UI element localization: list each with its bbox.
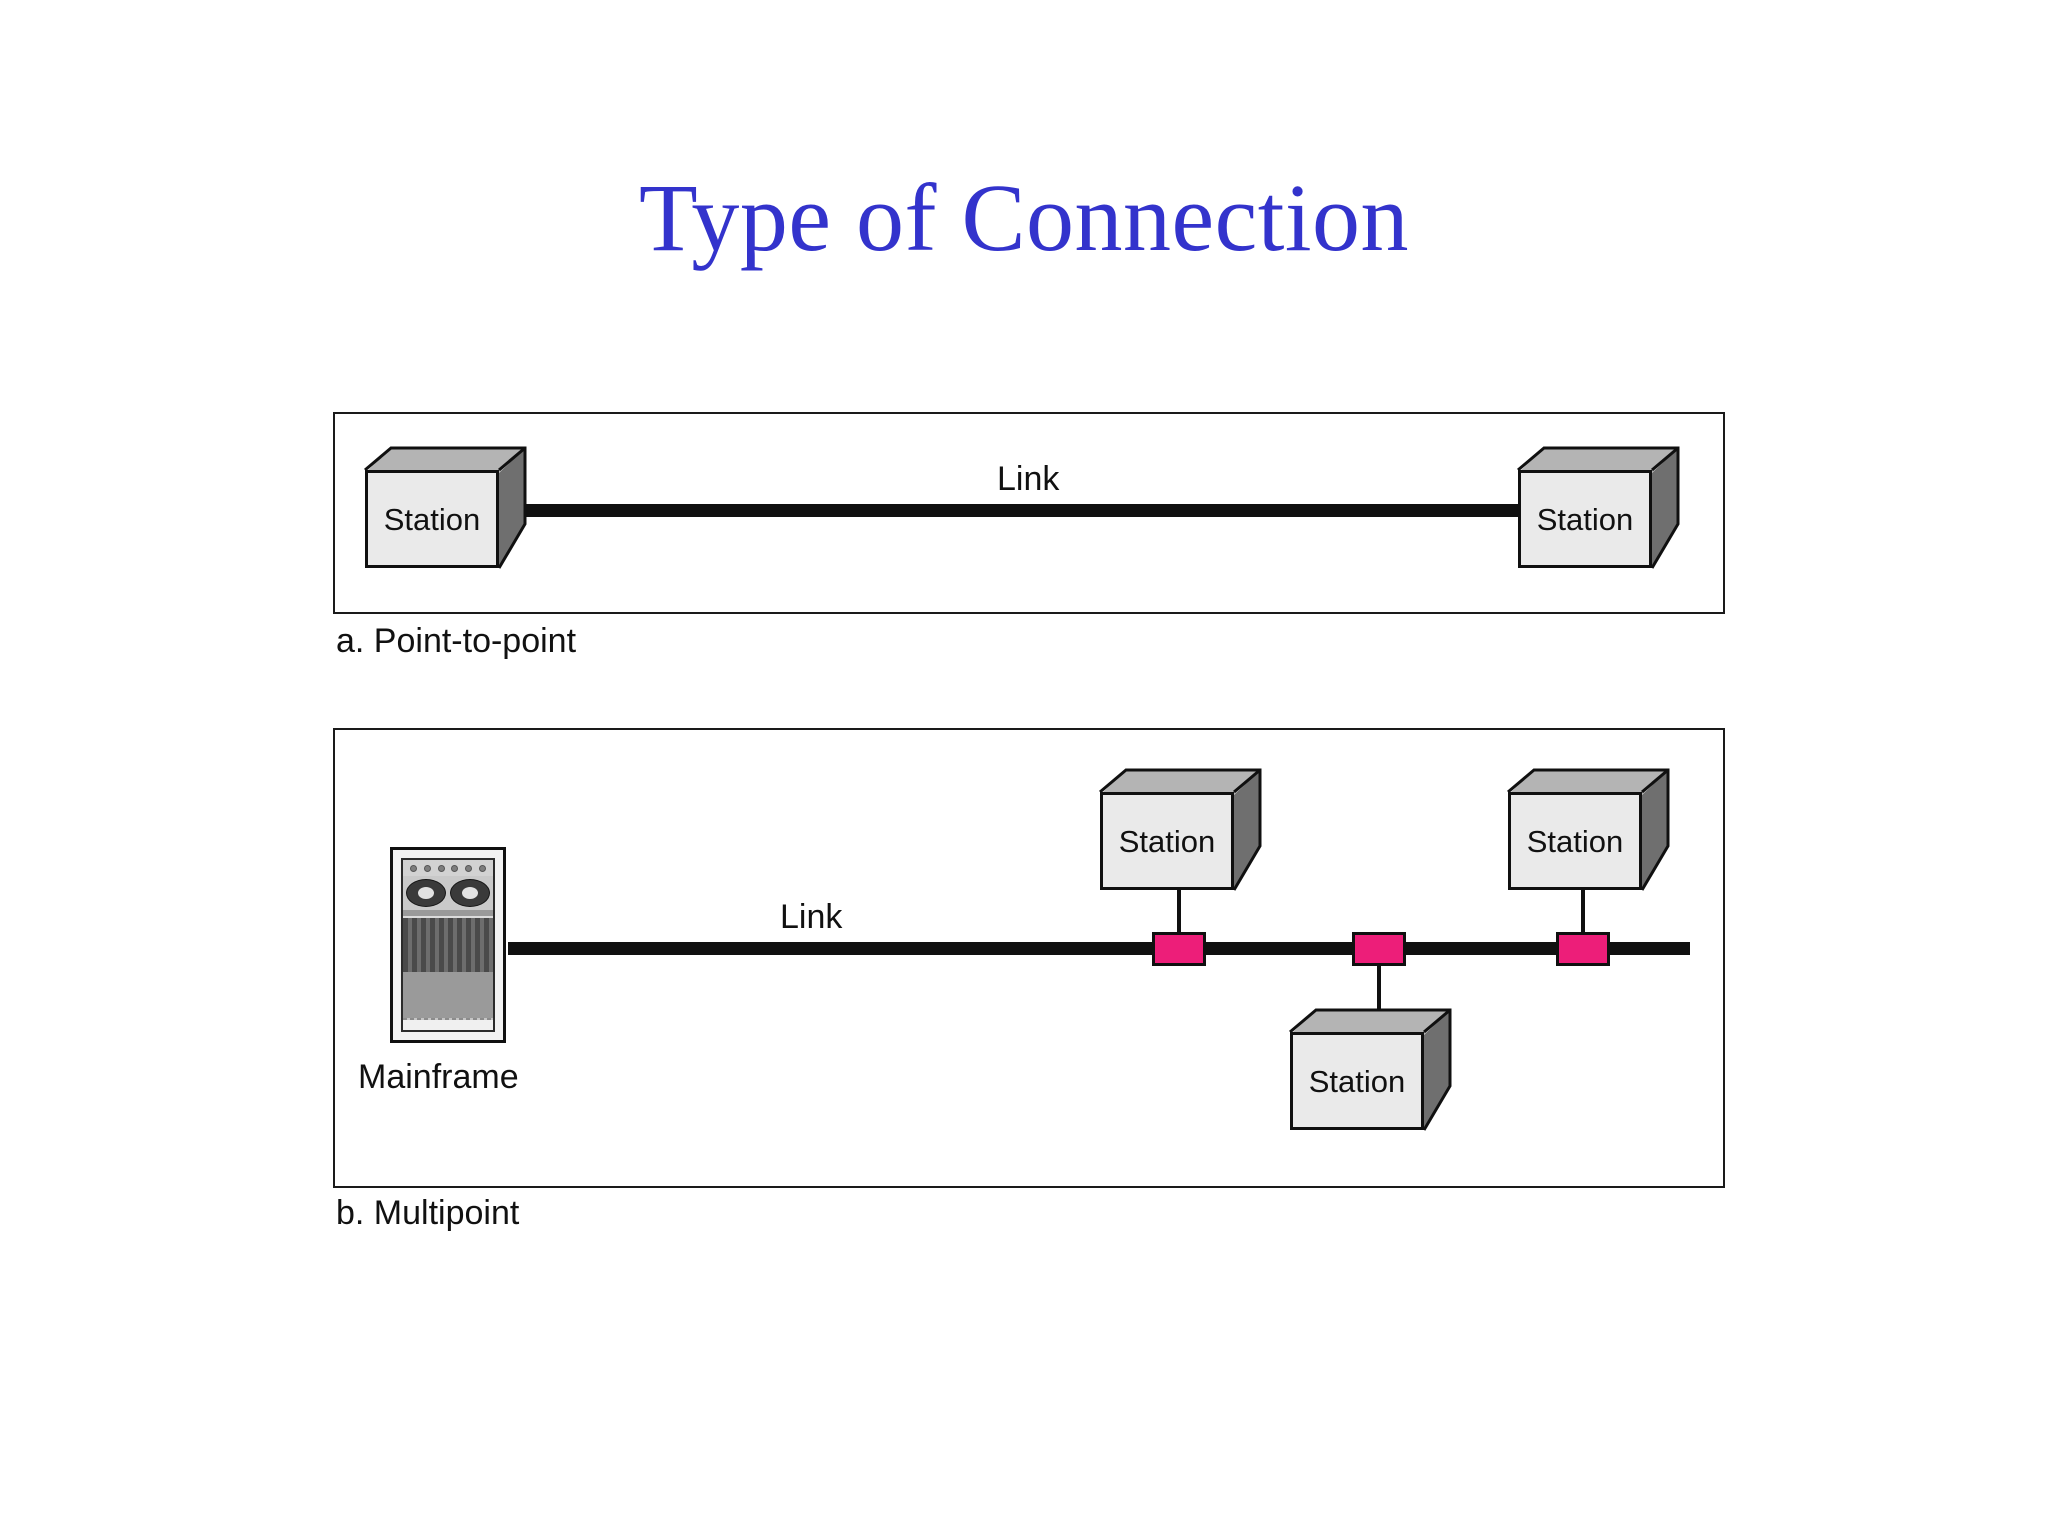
station-edge-outline xyxy=(1507,768,1670,891)
station-label: Station xyxy=(1526,823,1624,859)
station-label: Station xyxy=(1308,1063,1406,1099)
station-label: Station xyxy=(1118,823,1216,859)
tape-reel-icon xyxy=(406,879,447,907)
station-label: Station xyxy=(1536,501,1634,537)
station-label: Station xyxy=(383,501,481,537)
drop-line-station-1 xyxy=(1177,868,1181,936)
drop-line-station-3 xyxy=(1377,962,1381,1036)
mainframe-label: Mainframe xyxy=(358,1058,519,1096)
station-front-face: Station xyxy=(365,470,499,568)
mainframe-blank-panel xyxy=(403,972,493,1018)
station-node-a-right: Station xyxy=(1517,446,1680,569)
indicator-dot-icon xyxy=(479,864,487,872)
station-node-b-bottom: Station xyxy=(1289,1008,1452,1131)
tape-reel-icon xyxy=(449,879,490,907)
indicator-dot-icon xyxy=(423,864,431,872)
indicator-dot-icon xyxy=(437,864,445,872)
station-front-face: Station xyxy=(1508,792,1642,890)
station-edge-outline xyxy=(1099,768,1262,891)
station-node-b-top-left: Station xyxy=(1099,768,1262,891)
mainframe-inner-panel xyxy=(401,858,495,1032)
link-label-multipoint: Link xyxy=(780,898,843,936)
page-title: Type of Connection xyxy=(638,164,1410,271)
indicator-dot-icon xyxy=(465,864,473,872)
station-edge-outline xyxy=(1289,1008,1452,1131)
figure-caption-a: a. Point-to-point xyxy=(336,622,577,660)
link-tap-connector-3 xyxy=(1556,932,1610,966)
mainframe-tape-reels xyxy=(403,876,493,910)
station-front-face: Station xyxy=(1290,1032,1424,1130)
mainframe-indicator-lights xyxy=(403,860,493,876)
link-tap-connector-1 xyxy=(1152,932,1206,966)
link-line-point-to-point xyxy=(520,504,1520,517)
indicator-dot-icon xyxy=(451,864,459,872)
station-edge-outline xyxy=(1517,446,1680,569)
drop-line-station-2 xyxy=(1581,868,1585,936)
link-label-point-to-point: Link xyxy=(997,460,1060,498)
mainframe-node xyxy=(390,847,506,1043)
station-node-a-left: Station xyxy=(364,446,527,569)
indicator-dot-icon xyxy=(409,864,417,872)
link-tap-connector-2 xyxy=(1352,932,1406,966)
figure-caption-b: b. Multipoint xyxy=(336,1194,520,1232)
mainframe-cabinet xyxy=(390,847,506,1043)
link-line-multipoint xyxy=(508,942,1690,955)
mainframe-dark-band xyxy=(403,916,493,974)
station-edge-outline xyxy=(364,446,527,569)
mainframe-footer-strip xyxy=(403,1020,493,1030)
figure-multipoint xyxy=(333,728,1725,1188)
station-front-face: Station xyxy=(1100,792,1234,890)
station-front-face: Station xyxy=(1518,470,1652,568)
station-node-b-top-right: Station xyxy=(1507,768,1670,891)
